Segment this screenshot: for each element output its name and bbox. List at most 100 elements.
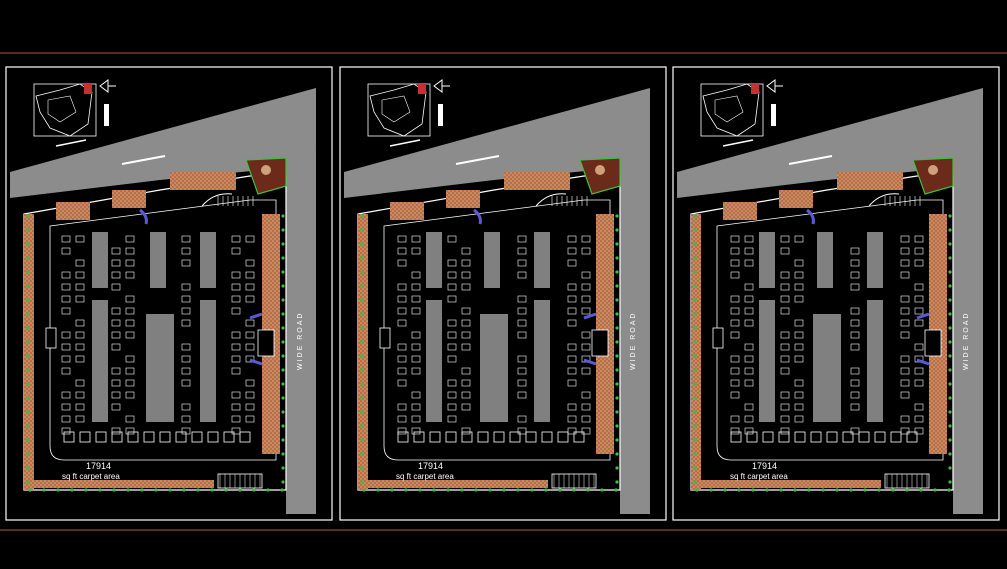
parking-bay xyxy=(461,343,471,351)
planter-dot xyxy=(360,228,364,232)
parking-bay xyxy=(111,247,121,255)
planter-dot xyxy=(693,466,697,470)
parking-bay xyxy=(125,355,135,363)
stair-icon xyxy=(916,312,930,320)
planter-dot xyxy=(779,488,783,492)
planter-dot xyxy=(807,488,811,492)
parking-bay xyxy=(730,379,740,387)
parking-bay xyxy=(794,415,804,423)
parking-bay xyxy=(61,355,71,363)
planter-dot xyxy=(948,340,952,344)
planter-dot xyxy=(891,488,895,492)
planter-dot xyxy=(281,298,285,302)
parking-bay xyxy=(245,331,255,339)
planter-dot xyxy=(530,488,534,492)
parking-bay xyxy=(461,367,471,375)
car-icon xyxy=(143,431,155,443)
planter-dot xyxy=(376,488,380,492)
parking-bay xyxy=(125,367,135,375)
planter-dot xyxy=(28,488,32,492)
parking-bay xyxy=(780,247,790,255)
parking-bay xyxy=(794,403,804,411)
car-icon xyxy=(477,431,489,443)
parking-bay xyxy=(181,415,191,423)
core-block xyxy=(867,232,883,288)
parking-bay xyxy=(914,307,924,315)
parking-bay xyxy=(744,343,754,351)
parking-bay xyxy=(744,283,754,291)
planter-dot xyxy=(360,410,364,414)
stair-icon xyxy=(201,193,233,207)
parking-bay xyxy=(461,391,471,399)
parking-bay xyxy=(231,295,241,303)
planter-dot xyxy=(948,396,952,400)
parking-bay xyxy=(730,247,740,255)
car-icon xyxy=(541,431,553,443)
parking-bay xyxy=(730,319,740,327)
car-icon xyxy=(778,431,790,443)
parking-bay xyxy=(397,379,407,387)
hatch-left-strip xyxy=(24,214,34,490)
parking-bay xyxy=(914,235,924,243)
area-value-sheet-3: 17914 xyxy=(752,461,778,471)
planter-dot xyxy=(26,466,30,470)
parking-bay xyxy=(245,283,255,291)
landscape-garden xyxy=(245,157,287,195)
planter-dot xyxy=(281,396,285,400)
parking-bay xyxy=(245,235,255,243)
car-icon xyxy=(461,431,473,443)
planter-dot xyxy=(26,424,30,428)
parking-bay xyxy=(75,343,85,351)
planter-dot xyxy=(182,488,186,492)
planter-dot xyxy=(693,326,697,330)
hatch-bottom-strip xyxy=(34,480,214,488)
parking-bay xyxy=(567,247,577,255)
parking-bay xyxy=(231,331,241,339)
car-icon xyxy=(762,431,774,443)
parking-bay xyxy=(245,379,255,387)
planter-dot xyxy=(948,270,952,274)
stair-icon xyxy=(249,312,263,320)
planter-dot xyxy=(360,284,364,288)
parking-bay xyxy=(411,271,421,279)
planter-dot xyxy=(948,424,952,428)
parking-bay xyxy=(794,283,804,291)
key-plan-icon xyxy=(700,83,764,147)
parking-bay xyxy=(75,271,85,279)
planter-dot xyxy=(360,466,364,470)
parking-bay xyxy=(850,331,860,339)
core-block xyxy=(867,300,883,422)
parking-bay xyxy=(397,343,407,351)
planter-dot xyxy=(948,256,952,260)
parking-bay xyxy=(581,271,591,279)
road-label-bg xyxy=(957,250,979,380)
planter-dot xyxy=(360,424,364,428)
key-plan-outline xyxy=(369,83,427,137)
key-plan-highlight xyxy=(751,84,759,94)
car-icon xyxy=(95,431,107,443)
parking-bay xyxy=(111,367,121,375)
parking-bay xyxy=(411,367,421,375)
parking-bay xyxy=(850,343,860,351)
parking-bay xyxy=(780,271,790,279)
hatch-top-right xyxy=(837,172,903,190)
parking-bay xyxy=(850,319,860,327)
parking-bay xyxy=(447,355,457,363)
parking-bay xyxy=(411,295,421,303)
planter-dot xyxy=(126,488,130,492)
car-icon xyxy=(397,431,409,443)
north-arrow-icon xyxy=(766,79,783,126)
planter-dot xyxy=(615,466,619,470)
parking-bay xyxy=(744,319,754,327)
key-plan-scale xyxy=(722,139,754,147)
parking-bay xyxy=(397,415,407,423)
parking-bay xyxy=(914,247,924,255)
planter-dot xyxy=(558,488,562,492)
planter-dot xyxy=(615,312,619,316)
core-block xyxy=(480,314,508,422)
parking-bay xyxy=(61,427,71,435)
parking-bay xyxy=(245,403,255,411)
planter-dot xyxy=(98,488,102,492)
parking-bay xyxy=(231,403,241,411)
parking-bay xyxy=(181,343,191,351)
